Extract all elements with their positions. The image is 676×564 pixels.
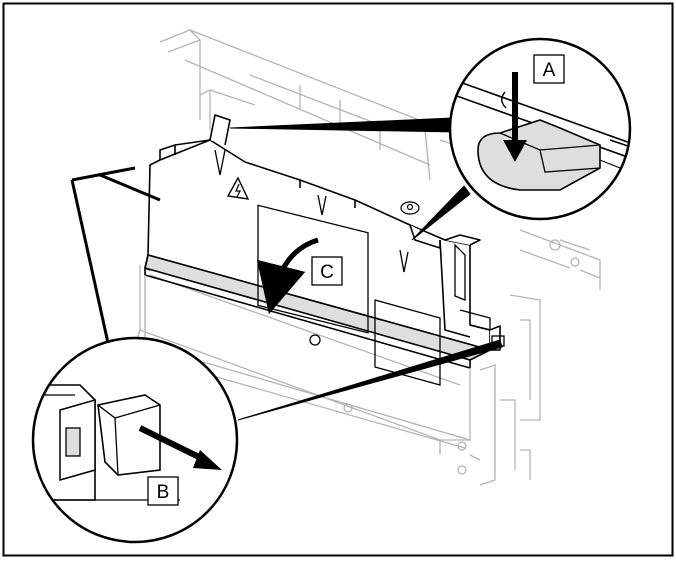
panel-details: [214, 149, 505, 386]
high-voltage-warning-icon: [226, 176, 250, 200]
detail-a-content: [450, 74, 630, 219]
pull-arrow: [138, 425, 207, 463]
latch-icon: [97, 394, 161, 476]
label-a-text: A: [543, 60, 556, 81]
press-arrow-head: [503, 140, 527, 162]
label-c: C: [311, 256, 343, 286]
rotate-arrow: [256, 237, 319, 315]
detail-a: [448, 37, 632, 221]
callout-lines: [229, 117, 503, 421]
pull-arrow-head: [193, 450, 222, 470]
detail-b-content: [35, 384, 180, 501]
lead-lines: [70, 166, 161, 353]
screw-icon: [400, 201, 420, 215]
label-a: A: [533, 54, 565, 84]
label-b-text: B: [157, 482, 170, 503]
label-c-text: C: [320, 262, 334, 283]
latch-icon: [477, 119, 601, 191]
detail-b: [31, 336, 239, 544]
label-b: B: [147, 476, 179, 506]
